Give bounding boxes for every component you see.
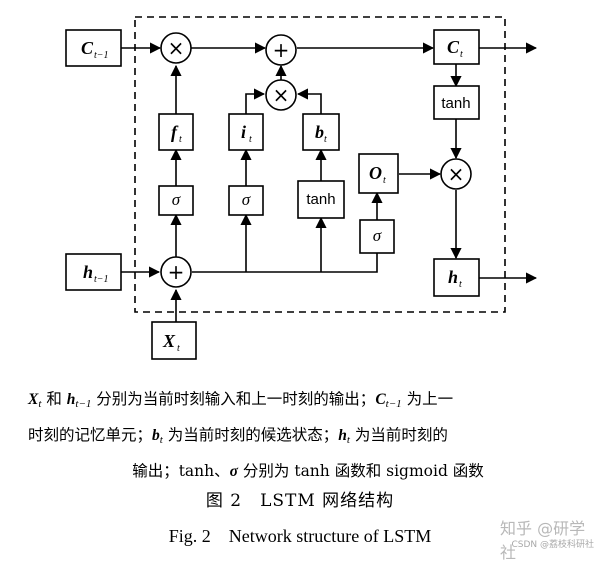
op-multiply-input: × xyxy=(265,79,297,111)
svg-text:h: h xyxy=(448,267,458,287)
svg-text:×: × xyxy=(448,162,465,186)
svg-text:i: i xyxy=(241,122,246,142)
watermark-csdn: CSDN @荔枝科研社 xyxy=(511,540,594,550)
sigma-input: σ xyxy=(228,185,264,216)
candidate-state: b t xyxy=(302,113,340,151)
svg-text:t−1: t−1 xyxy=(94,50,109,61)
sigma-output: σ xyxy=(359,219,395,254)
op-add-input: + xyxy=(160,256,192,288)
op-multiply-forget: × xyxy=(160,32,192,64)
svg-text:f: f xyxy=(171,122,179,142)
svg-text:tanh: tanh xyxy=(306,191,335,208)
svg-text:σ: σ xyxy=(242,190,251,209)
gate-forget: f t xyxy=(158,113,194,151)
svg-text:tanh: tanh xyxy=(441,95,470,112)
caption-chinese: 图 2 LSTM 网络结构 xyxy=(205,491,395,511)
svg-text:σ: σ xyxy=(373,226,382,245)
output-h: h t xyxy=(433,258,480,297)
legend-line-2: 时刻的记忆单元；bt 为当前时刻的候选状态；ht 为当前时刻的 xyxy=(28,426,448,446)
gate-output: O t xyxy=(358,153,399,194)
svg-text:σ: σ xyxy=(172,190,181,209)
cell-boundary xyxy=(134,16,506,313)
svg-text:X: X xyxy=(162,331,176,351)
legend-line-3: 输出；tanh、σ 分别为 tanh 函数和 sigmoid 函数 xyxy=(132,462,484,480)
svg-text:t: t xyxy=(179,134,182,145)
svg-text:t: t xyxy=(460,49,463,60)
svg-text:C: C xyxy=(447,37,460,57)
svg-text:t: t xyxy=(177,343,180,354)
op-add-cell: + xyxy=(265,34,297,66)
svg-text:h: h xyxy=(83,262,93,282)
lstm-diagram: × + × × + C t−1 h t−1 X t f t i t xyxy=(65,16,538,360)
input-h-prev: h t−1 xyxy=(65,253,122,291)
tanh-cell: tanh xyxy=(433,85,480,120)
svg-text:t: t xyxy=(249,134,252,145)
connections xyxy=(121,42,538,322)
gate-input: i t xyxy=(228,113,264,151)
svg-text:t: t xyxy=(383,175,386,186)
sigma-forget: σ xyxy=(158,185,194,216)
svg-text:t: t xyxy=(324,134,327,145)
svg-text:+: + xyxy=(168,260,185,284)
svg-text:+: + xyxy=(273,38,290,62)
svg-text:t: t xyxy=(459,279,462,290)
op-multiply-output: × xyxy=(440,158,472,190)
tanh-candidate: tanh xyxy=(297,180,345,219)
svg-text:b: b xyxy=(315,122,324,142)
svg-text:×: × xyxy=(273,83,290,107)
input-x: X t xyxy=(151,321,197,360)
figure-legend: Xt 和 ht−1 分别为当前时刻输入和上一时刻的输出；Ct−1 为上一 时刻的… xyxy=(28,384,588,487)
input-c-prev: C t−1 xyxy=(65,29,122,67)
svg-text:O: O xyxy=(369,163,382,183)
watermark: 知乎 @研学社 CSDN @荔枝科研社 xyxy=(500,515,600,562)
caption-english: Fig. 2 Network structure of LSTM xyxy=(168,526,432,546)
svg-text:×: × xyxy=(168,36,185,60)
svg-text:t−1: t−1 xyxy=(94,274,109,285)
legend-line-1: Xt 和 ht−1 分别为当前时刻输入和上一时刻的输出；Ct−1 为上一 xyxy=(28,390,454,410)
svg-text:C: C xyxy=(81,38,94,58)
output-c: C t xyxy=(433,29,480,65)
